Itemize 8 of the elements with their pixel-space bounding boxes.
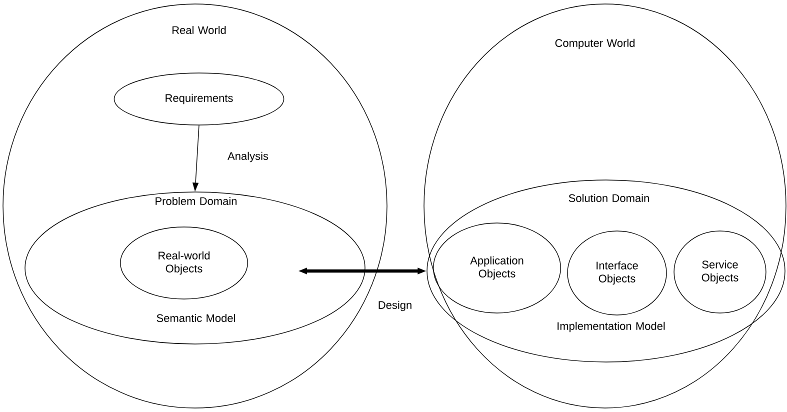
region-label: Real World [172,26,226,34]
region-label: Solution Domain [568,194,649,202]
edge-label: Design [376,300,414,312]
region-label: Semantic Model [156,314,235,322]
region-label: Implementation Model [558,322,665,332]
edge-label: Analysis [226,150,270,164]
region-label: Computer World [555,38,635,50]
region-label: Problem Domain [156,196,237,206]
